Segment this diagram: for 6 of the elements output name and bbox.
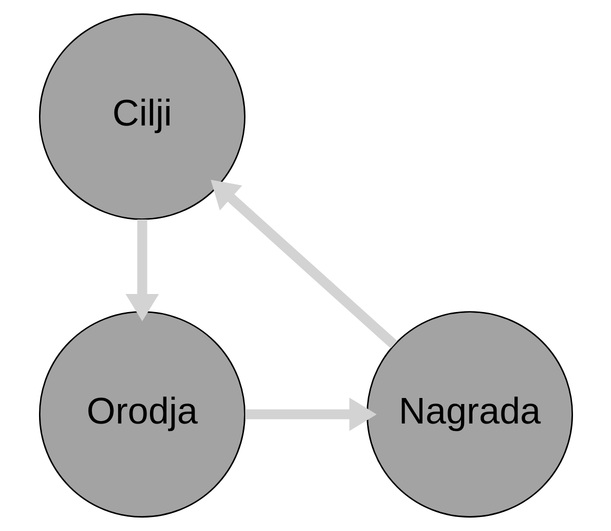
- node-circle: Nagrada: [366, 311, 573, 518]
- arrow: [210, 180, 397, 348]
- node-circle: Orodja: [38, 311, 245, 518]
- arrow: [244, 398, 376, 432]
- arrow: [125, 220, 158, 322]
- node-circle: Cilji: [38, 13, 245, 220]
